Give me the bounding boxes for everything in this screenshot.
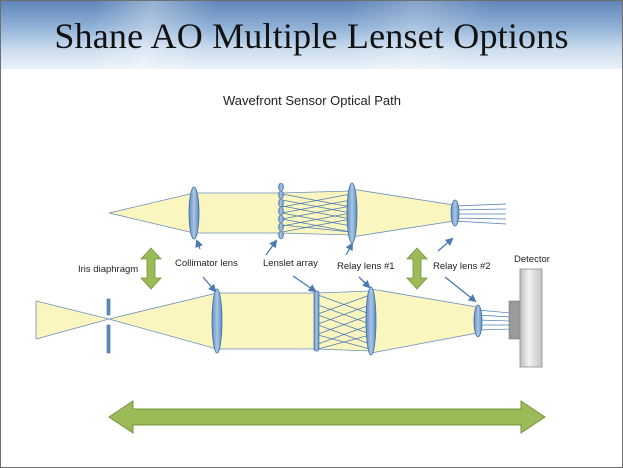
big-green-double-arrow <box>108 400 546 434</box>
bottom-diverging-beam <box>107 292 218 350</box>
bottom-relay-lens-2 <box>473 304 483 338</box>
bottom-relay-lens-1 <box>365 286 377 356</box>
callout-arrows <box>195 237 477 303</box>
top-beam-collimated <box>193 192 282 234</box>
arrow-to-bottom-collimator <box>202 276 217 293</box>
top-lenslet-beamlets <box>281 193 352 233</box>
top-collimator-lens <box>188 186 200 240</box>
top-optical-path <box>108 182 507 244</box>
arrow-to-bottom-relay1 <box>358 276 371 289</box>
diagram-subtitle: Wavefront Sensor Optical Path <box>223 93 401 108</box>
arrow-to-bottom-lenslet <box>292 275 317 293</box>
arrow-to-top-collimator <box>195 239 203 250</box>
arrow-to-top-relay1 <box>345 242 353 256</box>
label-relay-lens-2: Relay lens #2 <box>433 261 491 272</box>
label-lenslet-array: Lenslet array <box>263 258 318 269</box>
label-relay-lens-1: Relay lens #1 <box>337 261 395 272</box>
detector-mount <box>508 300 522 340</box>
bottom-collimator-lens <box>211 288 223 354</box>
detector-body <box>519 268 543 368</box>
bottom-lenslet-array <box>313 290 320 352</box>
top-relay-lens-1 <box>346 182 358 244</box>
top-beam-relay-converging <box>350 188 455 238</box>
green-double-arrow-left <box>140 247 162 290</box>
top-relay-lens-2 <box>450 199 460 227</box>
label-detector: Detector <box>514 254 550 265</box>
arrow-to-top-relay2 <box>437 237 454 252</box>
slide-title: Shane AO Multiple Lenset Options <box>54 16 569 56</box>
bottom-relay-converging <box>370 288 478 354</box>
bottom-input-cone <box>35 300 111 340</box>
top-output-beamlets <box>453 203 507 225</box>
arrow-to-bottom-relay2 <box>444 276 477 303</box>
iris-diaphragm-upper <box>106 298 111 316</box>
bottom-optical-path <box>35 268 543 368</box>
detector <box>508 268 543 368</box>
iris-diaphragm-lower <box>106 324 111 354</box>
label-iris-diaphragm: Iris diaphragm <box>78 264 138 275</box>
top-lenslet-array <box>278 182 284 240</box>
title-bar <box>1 1 622 69</box>
bottom-collimated-beam <box>216 292 318 350</box>
bottom-output-beamlets <box>476 309 512 331</box>
green-double-arrow-right <box>406 247 428 290</box>
arrow-to-top-lenslet <box>265 239 278 256</box>
bottom-lenslet-beamlets <box>317 294 371 350</box>
top-beam-cone <box>108 192 195 234</box>
label-collimator-lens: Collimator lens <box>175 258 238 269</box>
